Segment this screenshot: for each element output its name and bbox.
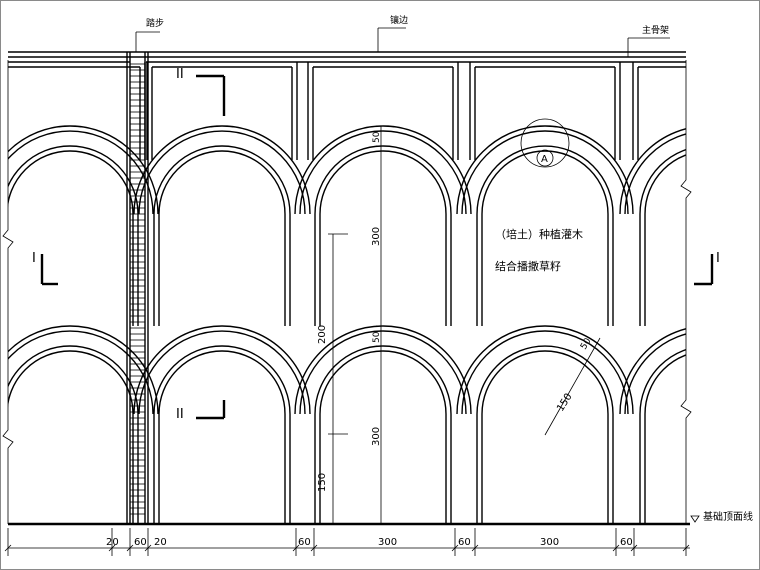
dim-300-bottom: 300 — [371, 427, 382, 446]
section-marker-II-top: II — [176, 67, 226, 116]
dim-300-top: 300 — [371, 227, 382, 246]
panel-frame-inner — [637, 66, 686, 160]
section-marker-I-left: I — [32, 251, 58, 286]
note-line-2: 结合播撒草籽 — [495, 259, 561, 273]
detail-callout-A: A — [520, 118, 570, 168]
panel-frame-edge — [469, 62, 621, 160]
bottom-dim-label: 20 — [106, 537, 119, 548]
stair-column — [126, 52, 149, 524]
vertical-dimensions: 50 300 50 300 200 150 — [317, 125, 386, 524]
dim-slash — [292, 544, 300, 552]
arch-opening — [319, 350, 447, 524]
arch-band-arc — [461, 330, 629, 415]
arch-band-arc — [299, 130, 467, 215]
foundation-label: 基础顶面线 — [703, 510, 753, 523]
panel-frame-inner — [312, 66, 454, 160]
section-I-right-label: I — [716, 251, 720, 266]
panel-frame-inner — [8, 66, 141, 160]
arch-band-arc — [624, 133, 686, 215]
arch-band-arc — [299, 330, 467, 415]
arch-opening — [8, 145, 139, 326]
arch-band-arc — [624, 333, 686, 415]
leader-main-rib: 主骨架 — [627, 24, 670, 57]
dim-slash — [451, 544, 459, 552]
arch-band-arc — [461, 130, 629, 215]
dim-slash — [108, 544, 116, 552]
arch-band-arc — [619, 128, 686, 215]
bottom-dim-label: 60 — [620, 537, 633, 548]
dim-slash — [471, 544, 479, 552]
label-main-rib: 主骨架 — [642, 24, 669, 36]
panel-frame-edge — [146, 62, 298, 160]
bottom-dim-label: 60 — [134, 537, 147, 548]
bottom-dim-label: 300 — [378, 537, 397, 548]
panel-frame-edge — [144, 62, 146, 160]
arch-opening — [481, 150, 609, 326]
bottom-dimension-chain: 20 60 20 60 300 60 300 60 — [4, 528, 690, 556]
bottom-dim-label: 20 — [154, 537, 167, 548]
arch-opening — [476, 345, 614, 524]
section-II-bottom-label: II — [176, 407, 184, 422]
top-coping-beam — [8, 51, 686, 63]
panel-frame-inner — [474, 66, 616, 160]
dim-slash — [630, 544, 638, 552]
arch-opening — [153, 145, 291, 326]
bottom-dim-label: 60 — [298, 537, 311, 548]
arch-opening — [158, 150, 286, 326]
arch-opening — [476, 145, 614, 326]
arch-band-arc — [133, 125, 311, 215]
arch-band-arc — [456, 125, 634, 215]
arch-opening — [639, 148, 686, 326]
arch-opening — [319, 150, 447, 326]
dim-slash — [126, 544, 134, 552]
arch-opening — [481, 350, 609, 524]
foundation-label-group: 基础顶面线 — [690, 510, 753, 523]
dim-150: 150 — [317, 473, 328, 492]
dim-slash — [144, 544, 152, 552]
section-marker-I-right: I — [694, 251, 720, 286]
label-stair: 踏步 — [146, 17, 164, 29]
bottom-dim-label: 60 — [458, 537, 471, 548]
arch-band-arc — [138, 130, 306, 215]
break-lines — [2, 60, 692, 524]
detail-callout-label: A — [541, 154, 548, 165]
dim-200: 200 — [317, 325, 328, 344]
arch-opening — [644, 154, 686, 326]
section-marker-II-bottom: II — [176, 400, 226, 422]
arch-opening — [639, 348, 686, 524]
label-edge: 镶边 — [390, 14, 408, 26]
planting-note: （培土）种植灌木 结合播撒草籽 — [495, 227, 583, 273]
arch-opening — [8, 150, 134, 326]
arch-band-arc — [133, 325, 311, 415]
note-line-1: （培土）种植灌木 — [495, 227, 583, 241]
panel-frame-edge — [307, 62, 459, 160]
arch-opening — [153, 345, 291, 524]
panel-frame-inner — [151, 66, 293, 160]
arch-band-arc — [138, 330, 306, 415]
dim-slash — [682, 544, 690, 552]
dim-slash — [310, 544, 318, 552]
bottom-dim-label: 300 — [540, 537, 559, 548]
leader-edge: 镶边 — [377, 14, 408, 52]
dim-slash — [4, 544, 12, 552]
arch-frame-grid — [8, 62, 686, 524]
leader-stair: 踏步 — [135, 17, 164, 52]
arch-band-arc — [456, 325, 634, 415]
dim-radius-150: 150 — [555, 392, 574, 414]
dim-50-top: 50 — [372, 131, 382, 143]
section-I-left-label: I — [32, 251, 36, 266]
arch-opening — [8, 350, 134, 524]
panel-frame-edge — [632, 62, 634, 160]
arch-band-arc — [8, 130, 154, 215]
arch-opening — [644, 354, 686, 524]
section-II-top-label: II — [176, 67, 184, 82]
arch-opening — [158, 350, 286, 524]
arch-band-arc — [619, 328, 686, 415]
dim-50-mid: 50 — [372, 331, 382, 343]
dim-slash — [612, 544, 620, 552]
arch-band-arc — [8, 330, 154, 415]
